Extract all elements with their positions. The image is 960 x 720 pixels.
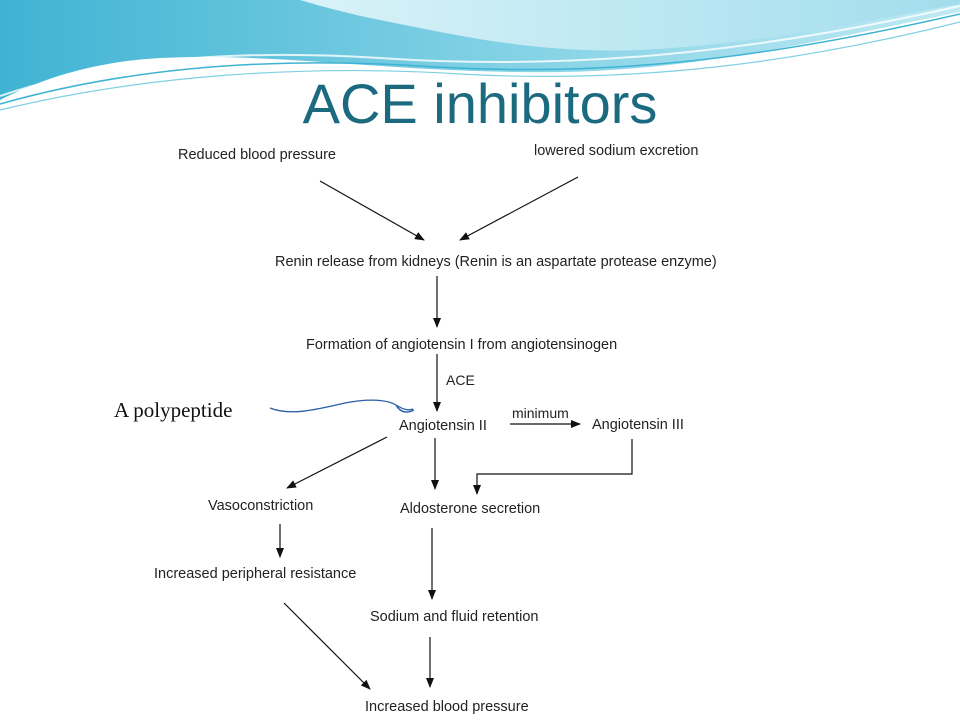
node-vasoconstriction: Vasoconstriction <box>208 498 314 514</box>
node-formation-angiotensin-i: Formation of angiotensin I from angioten… <box>306 337 618 353</box>
edge-label-ace: ACE <box>446 372 475 388</box>
page-title: ACE inhibitors <box>302 72 658 135</box>
node-reduced-blood-pressure: Reduced blood pressure <box>178 147 336 163</box>
node-angiotensin-iii: Angiotensin III <box>592 417 684 433</box>
annotation-a-polypeptide: A polypeptide <box>114 398 233 422</box>
wave-line-2 <box>0 21 960 111</box>
arrow-reduced-bp-to-renin <box>319 180 425 241</box>
node-sodium-fluid-retention: Sodium and fluid retention <box>370 609 539 625</box>
node-increased-blood-pressure: Increased blood pressure <box>365 699 529 715</box>
wave-line-3 <box>0 5 960 97</box>
arrow-sodium-to-renin <box>459 176 579 241</box>
node-angiotensin-ii: Angiotensin II <box>399 418 487 434</box>
annotation-handwritten-pointer <box>269 399 415 413</box>
wave-line-1 <box>0 13 960 105</box>
edge-label-minimum: minimum <box>512 405 569 421</box>
arrow-resistance-to-increased-bp <box>283 602 371 690</box>
node-lowered-sodium-excretion: lowered sodium excretion <box>534 143 699 159</box>
arrow-ang3-to-aldosterone <box>473 439 633 495</box>
arrow-ang2-to-vasoconstriction <box>286 436 388 489</box>
wave-band-light <box>300 0 960 51</box>
header-wave-decoration <box>0 0 960 111</box>
node-increased-peripheral-resistance: Increased peripheral resistance <box>154 566 357 582</box>
node-renin-release: Renin release from kidneys (Renin is an … <box>275 254 717 270</box>
node-aldosterone-secretion: Aldosterone secretion <box>400 501 541 517</box>
